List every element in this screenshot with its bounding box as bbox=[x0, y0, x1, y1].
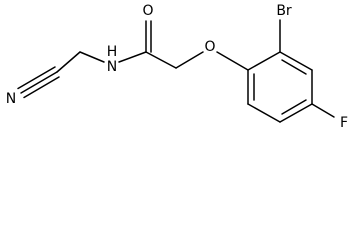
bond-amide-nitrogen-to-carbonyl-carbon bbox=[118, 51, 147, 63]
chemical-structure-diagram: N N H O O Br F bbox=[6, 3, 348, 131]
bond-methylene-to-amide-nitrogen bbox=[79, 51, 105, 63]
atom-label-fluorine: F bbox=[340, 115, 348, 131]
bond-ether-oxygen-to-ring bbox=[216, 51, 249, 71]
bond-nitrile-carbon-to-methylene bbox=[56, 51, 81, 73]
ring-double-inner-c4-c5 bbox=[281, 99, 307, 115]
ring-bond-c1-c2 bbox=[247, 51, 281, 71]
atom-label-amide-nitrogen: N bbox=[107, 59, 117, 75]
atom-label-ether-oxygen: O bbox=[204, 39, 215, 55]
ring-bond-c2-c3 bbox=[279, 51, 313, 71]
atom-label-carbonyl-oxygen: O bbox=[142, 3, 153, 19]
bond-ring-to-fluorine bbox=[311, 103, 335, 118]
atom-labels: N N H O O Br F bbox=[6, 3, 348, 131]
bonds bbox=[17, 19, 335, 123]
bond-nitrile-triple-3 bbox=[23, 76, 60, 99]
ring-bond-c4-c5 bbox=[279, 103, 313, 123]
ring-double-inner-c2-c3 bbox=[281, 59, 307, 75]
atom-label-nitrile-nitrogen: N bbox=[6, 91, 16, 107]
bond-nitrile-triple-2 bbox=[20, 71, 58, 94]
bond-methylene-to-ether-oxygen bbox=[175, 51, 204, 69]
atom-label-amide-hydrogen: H bbox=[107, 44, 118, 60]
atom-label-bromine: Br bbox=[276, 3, 292, 19]
bond-carbonyl-carbon-to-methylene bbox=[145, 51, 177, 69]
ring-bond-c5-c6 bbox=[247, 103, 281, 123]
bond-nitrile-triple-1 bbox=[17, 66, 56, 90]
